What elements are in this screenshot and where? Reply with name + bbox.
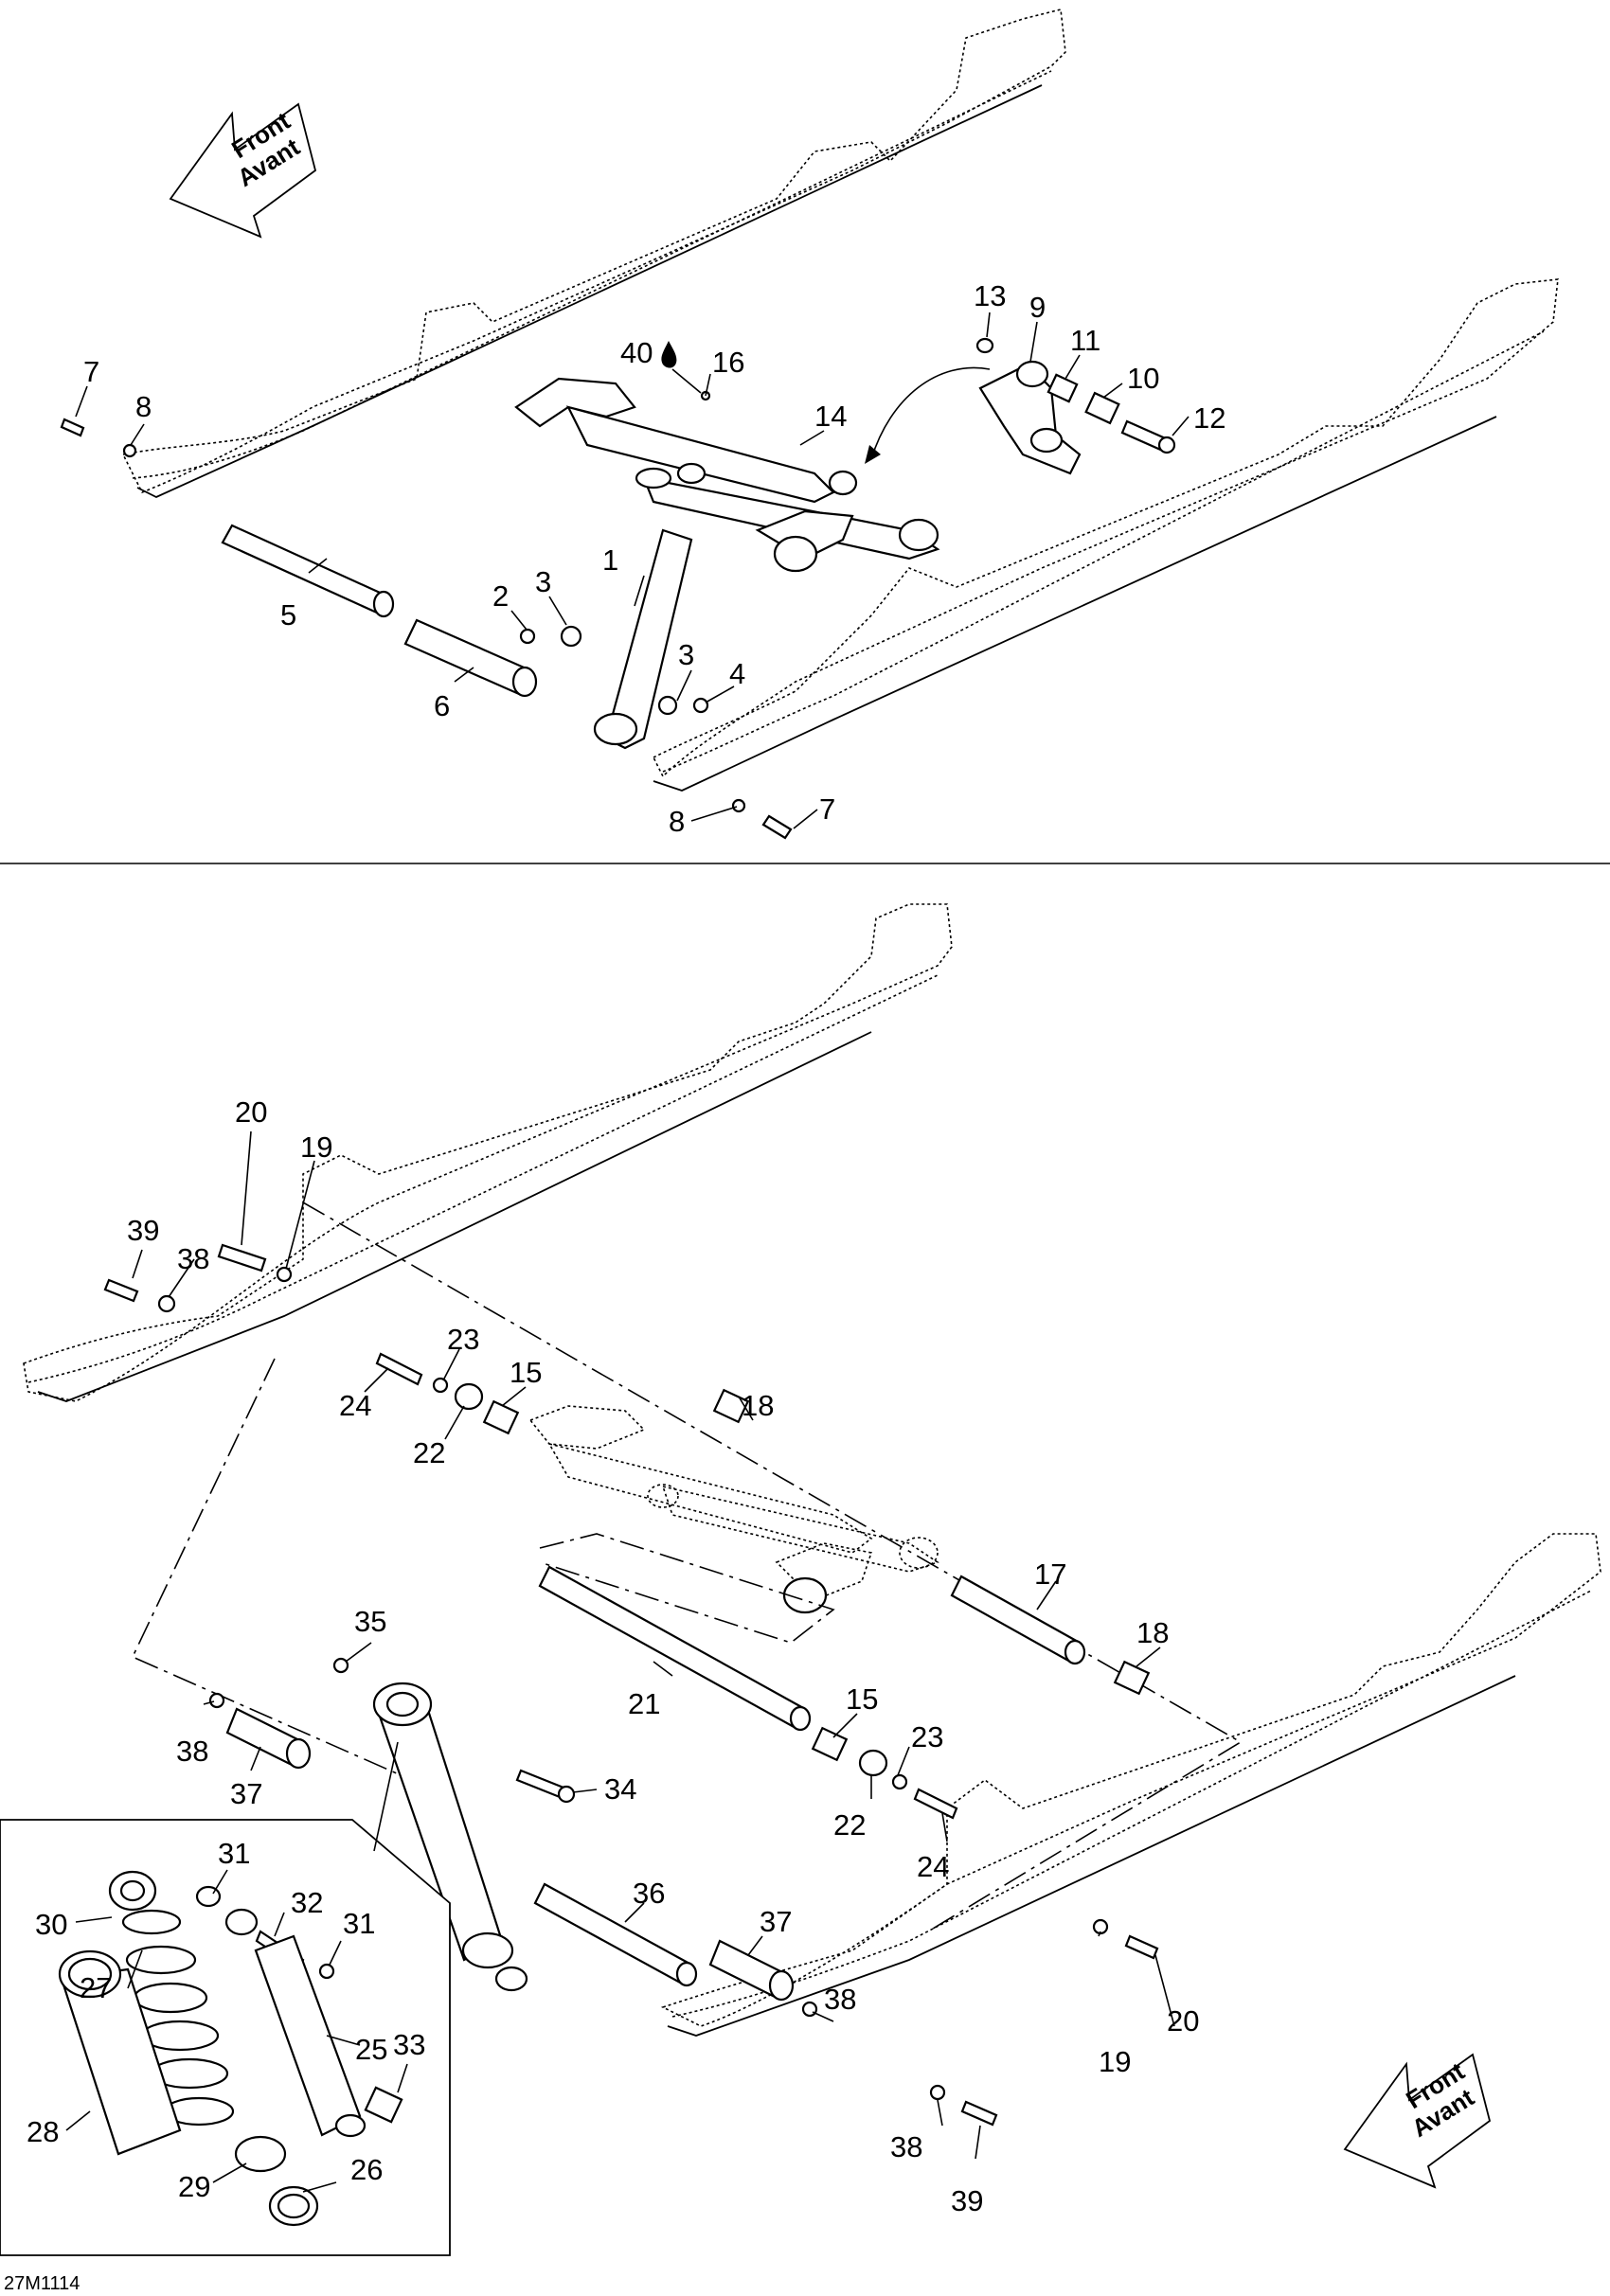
shock-bracket [978,360,1082,475]
spacer-37-right [708,1939,795,2002]
shock-body [195,1885,403,2227]
shock-bolt [515,1769,576,1804]
callout-8: 8 [135,390,152,423]
callout-20: 20 [235,1095,267,1129]
callout-31: 31 [218,1837,250,1870]
callout-27: 27 [80,1971,112,2004]
callout-23: 23 [447,1323,479,1356]
drawing-reference: 27M1114 [4,2273,80,2294]
callout-6: 6 [434,689,450,722]
callout-12: 12 [1193,401,1225,435]
callout-9: 9 [1029,291,1046,324]
callout-24: 24 [339,1389,371,1422]
callout-7b: 7 [819,792,835,826]
callout-38: 38 [177,1242,209,1275]
rear-arm [528,1405,939,1614]
callout-39: 39 [127,1214,159,1247]
callout-14: 14 [814,400,847,433]
callout-25: 25 [355,2033,387,2066]
callout-29: 29 [178,2170,210,2203]
shock-detail-inset [0,1819,451,2256]
alignment-lines-bottom [131,1201,1243,1932]
callout-37: 37 [230,1777,262,1810]
callout-26: 26 [350,2153,383,2186]
callout-37b: 37 [760,1905,792,1938]
callout-21: 21 [628,1687,660,1720]
left-rail-top [121,9,1066,498]
cross-shaft [538,1565,812,1732]
tube-17 [950,1575,1086,1665]
callout-30: 30 [35,1908,67,1941]
assembly-arrow [870,366,991,460]
callout-36: 36 [633,1877,665,1910]
right-rail-top [652,278,1559,792]
spacer-tube [403,618,538,698]
spacer-37-left [225,1707,312,1770]
callout-5: 5 [280,598,296,632]
callout-2: 2 [492,579,509,613]
callout-20b: 20 [1167,2004,1199,2038]
callout-28: 28 [27,2115,59,2148]
callout-numbers: 7 8 5 6 2 3 1 3 4 40 16 14 13 9 11 10 12… [27,279,1225,2217]
shock-absorber [372,1682,528,1992]
spring-retainer-cup [108,1870,157,1912]
callout-13: 13 [974,279,1006,312]
callout-40: 40 [620,336,653,369]
callout-24b: 24 [917,1850,949,1883]
callout-23b: 23 [911,1720,943,1753]
callout-10: 10 [1127,362,1159,395]
callout-33: 33 [393,2028,425,2061]
callout-7: 7 [83,355,99,388]
callout-19: 19 [300,1130,332,1164]
callout-17: 17 [1034,1557,1066,1591]
callout-3: 3 [535,565,551,598]
tube-36 [533,1882,698,1987]
link-plate [593,528,693,750]
leader-lines-top [75,311,1190,829]
callout-35: 35 [354,1605,386,1638]
callout-38d: 38 [890,2130,922,2163]
assembly-arrowhead [865,445,881,464]
callout-1: 1 [602,543,618,577]
callout-32: 32 [291,1886,323,1919]
callout-19b: 19 [1099,2045,1131,2078]
callout-38b: 38 [824,1983,856,2016]
front-arm [514,377,940,573]
callout-22: 22 [413,1436,445,1469]
callout-15b: 15 [846,1682,878,1716]
callout-39b: 39 [951,2184,983,2217]
callout-31b: 31 [343,1907,375,1940]
spring [121,1909,235,2127]
callout-4: 4 [729,657,745,690]
hardware-bottom [103,1243,1159,2127]
leader-lines-bottom [65,1130,1175,2193]
callout-3b: 3 [678,638,694,671]
callout-34: 34 [604,1772,636,1806]
callout-18b: 18 [1136,1616,1169,1649]
callout-38c: 38 [176,1735,208,1768]
callout-11: 11 [1070,324,1100,357]
callout-8b: 8 [669,805,685,838]
lubricant-drop-icon [661,341,677,368]
rear-axle-tube [221,524,395,618]
shock-cover [58,1949,182,2156]
callout-15: 15 [510,1356,542,1389]
callout-18: 18 [742,1389,774,1422]
callout-16: 16 [712,346,744,379]
left-rail-bottom [23,903,953,1402]
front-direction-arrow-top: Front Avant [169,102,317,239]
front-direction-arrow-bottom: Front Avant [1343,2053,1492,2189]
callout-22b: 22 [833,1808,866,1842]
hardware-top [60,337,1176,840]
